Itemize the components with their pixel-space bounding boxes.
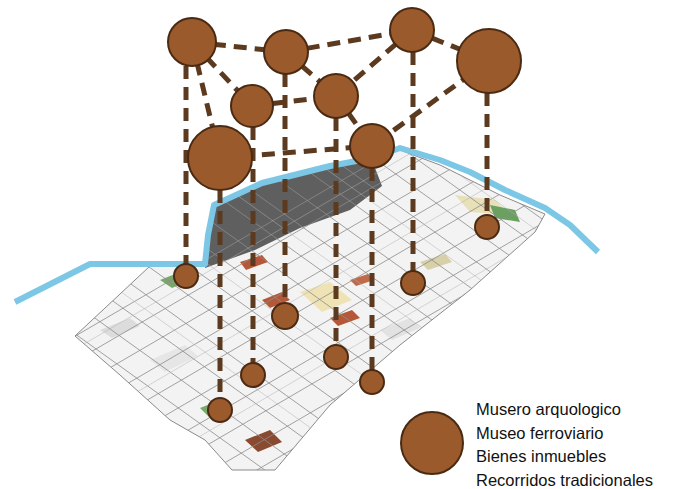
legend-circle (401, 412, 463, 474)
river (15, 148, 598, 302)
upper-circles (168, 8, 521, 190)
legend: Musero arquologicoMuseo ferroviarioBiene… (476, 398, 653, 489)
legend-text: Museo ferroviario (476, 422, 653, 446)
dashed-drops (186, 52, 487, 398)
legend-text: Bienes inmuebles (476, 445, 653, 469)
map-ground (75, 150, 545, 470)
ground-circles (174, 215, 499, 422)
legend-text: Musero arquologico (476, 398, 653, 422)
legend-text: Recorridos tradicionales (476, 469, 653, 489)
